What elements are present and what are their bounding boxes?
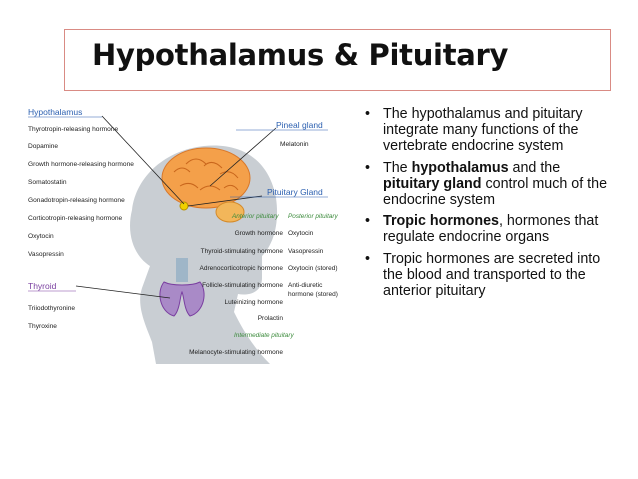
pineal-hormone: Melatonin [280, 141, 309, 148]
posterior-hormone: Vasopressin [288, 248, 324, 255]
posterior-heading: Posterior pituitary [288, 213, 339, 220]
hypothalamus-hormone: Thyrotropin-releasing hormone [28, 126, 118, 133]
hypothalamus-hormone: Corticotropin-releasing hormone [28, 215, 123, 222]
pituitary-shape [179, 201, 189, 211]
hypothalamus-hormone: Vasopressin [28, 251, 64, 258]
hypothalamus-hormone: Somatostatin [28, 179, 67, 186]
pineal-pointer [209, 127, 277, 187]
brain-shape [161, 147, 251, 209]
hypothalamus-hormone: Growth hormone-releasing hormone [28, 161, 134, 168]
anterior-hormone: Thyroid-stimulating hormone [201, 248, 284, 255]
intermediate-hormone: Melanocyte-stimulating hormone [189, 349, 283, 356]
pituitary-heading: Pituitary Gland [267, 187, 323, 197]
pineal-heading: Pineal gland [276, 120, 323, 130]
posterior-hormone: Anti-diuretic [288, 282, 323, 289]
bullet-item: • Tropic hormones, hormones that regulat… [359, 213, 617, 245]
bullet-dot: • [365, 250, 371, 267]
bullet-term-hypothalamus: hypothalamus [411, 159, 509, 176]
bullet-item: • The hypothalamus and pituitary integra… [359, 106, 617, 155]
bullet-dot: • [365, 106, 371, 122]
pituitary-pointer [187, 195, 263, 207]
anterior-hormone: Prolactin [258, 315, 284, 322]
trachea-shape [176, 258, 188, 282]
bullet-term-tropic-hormones: Tropic hormones [383, 213, 499, 230]
hypothalamus-hormone: Oxytocin [28, 233, 54, 240]
bullet-dot: • [365, 159, 371, 176]
slide-title: Hypothalamus & Pituitary [92, 38, 509, 72]
hypothalamus-heading: Hypothalamus [28, 107, 82, 117]
posterior-hormone: Oxytocin (stored) [288, 265, 338, 272]
posterior-hormone: hormone (stored) [288, 291, 338, 298]
bullet-list: • The hypothalamus and pituitary integra… [359, 106, 617, 304]
title-frame [64, 29, 611, 91]
bullet-text: The [383, 159, 412, 176]
hypothalamus-pointer [101, 115, 185, 205]
anterior-heading: Anterior pituitary [231, 213, 279, 220]
bullet-dot: • [365, 213, 371, 230]
bullet-text: control much of the endocrine system [383, 175, 608, 209]
endocrine-diagram: Hypothalamus Thyrotropin-releasing hormo… [24, 106, 352, 364]
bullet-text: and the [508, 159, 561, 176]
thyroid-pointer [75, 285, 171, 299]
posterior-hormone: Oxytocin [288, 230, 314, 237]
bullet-text: Tropic hormones are secreted into the bl… [383, 250, 601, 300]
thyroid-hormone: Triiodothyronine [28, 305, 75, 312]
hypothalamus-hormone: Dopamine [28, 143, 58, 150]
thyroid-heading: Thyroid [28, 281, 57, 291]
bullet-item: • Tropic hormones are secreted into the … [359, 251, 617, 300]
bullet-item: • The hypothalamus and the pituitary gla… [359, 160, 617, 209]
cerebellum-shape [215, 201, 245, 223]
bullet-term-pituitary-gland: pituitary gland [383, 175, 482, 192]
anterior-hormone: Growth hormone [235, 230, 284, 237]
thyroid-hormone: Thyroxine [28, 323, 57, 330]
anterior-hormone: Luteinizing hormone [224, 299, 283, 306]
anterior-hormone: Adrenocorticotropic hormone [200, 265, 284, 272]
hypothalamus-hormone: Gonadotropin-releasing hormone [28, 197, 125, 204]
bullet-text: , hormones that regulate endocrine organ… [383, 213, 599, 246]
intermediate-heading: Intermediate pituitary [234, 332, 294, 339]
brain-folds [173, 158, 239, 191]
anterior-hormone: Follicle-stimulating hormone [202, 282, 283, 289]
diagram-svg: Hypothalamus Thyrotropin-releasing hormo… [28, 107, 339, 364]
thyroid-shape [159, 281, 205, 317]
bullet-text: The hypothalamus and pituitary integrate… [383, 106, 583, 155]
